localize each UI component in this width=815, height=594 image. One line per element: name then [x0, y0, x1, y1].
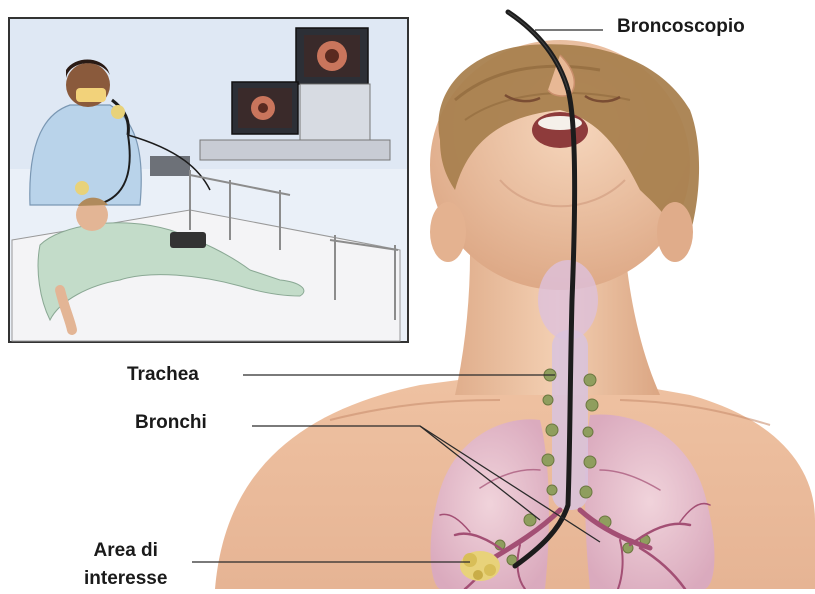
ear-right: [657, 202, 693, 262]
label-broncoscopio: Broncoscopio: [617, 16, 745, 38]
label-area-di-interesse: Area di interesse: [84, 537, 167, 593]
inset-clinic-scene: [9, 18, 408, 342]
ear-left: [430, 202, 466, 262]
label-trachea: Trachea: [127, 364, 199, 386]
label-bronchi: Bronchi: [135, 412, 207, 434]
area-of-interest: [460, 551, 500, 581]
label-area-line1: Area di: [84, 537, 167, 565]
larynx: [538, 260, 598, 340]
